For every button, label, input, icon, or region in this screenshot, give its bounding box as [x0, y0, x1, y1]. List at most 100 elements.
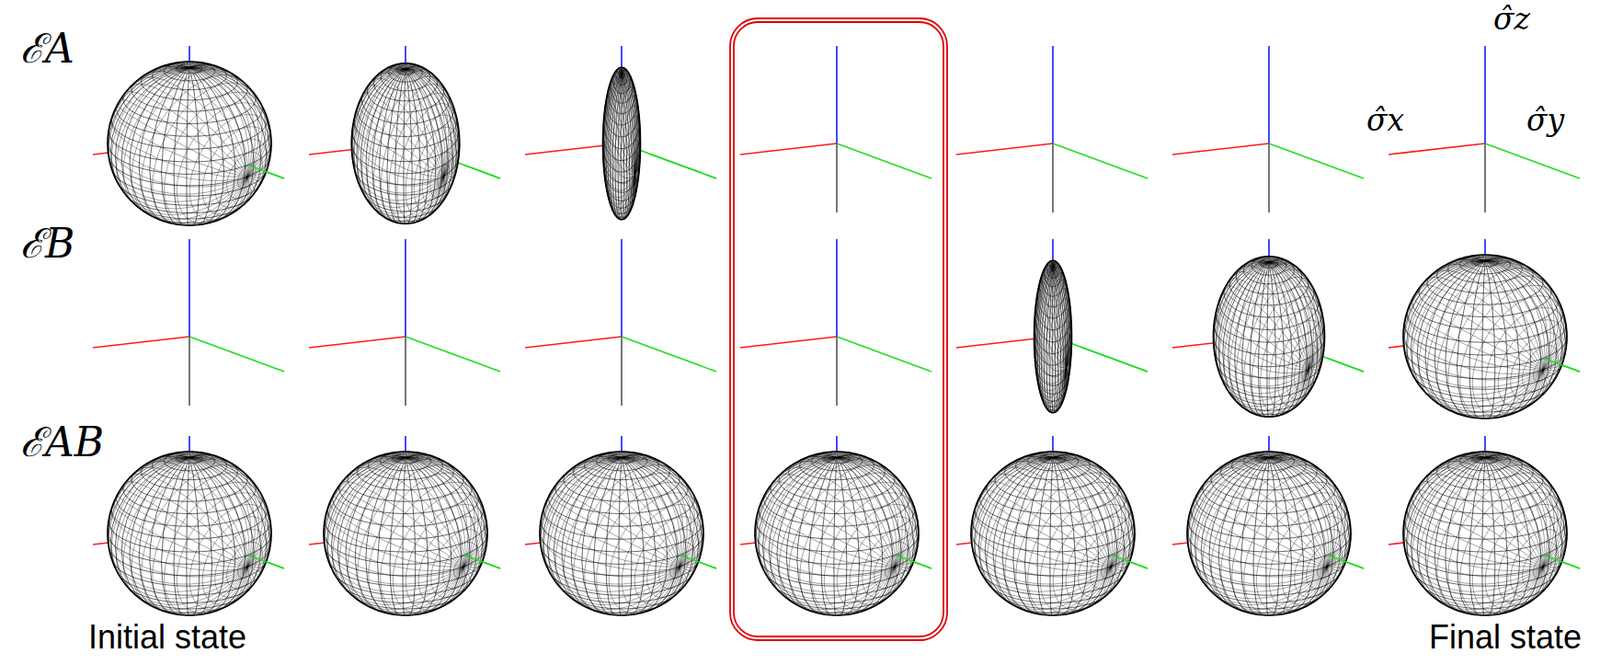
z-axis	[835, 239, 838, 337]
ellipsoid-outline	[1187, 451, 1351, 616]
state-label: Initial state	[88, 617, 247, 656]
z-axis	[1051, 45, 1054, 144]
neg-z-axis	[404, 336, 407, 406]
bloch-cell	[956, 239, 1148, 413]
ellipsoid-mesh	[107, 451, 272, 616]
axis-label: σ̂z	[1493, 1, 1531, 37]
ellipsoid-mesh	[603, 67, 641, 219]
bloch-cell	[740, 45, 932, 213]
ellipsoid-mesh	[1403, 451, 1567, 616]
bloch-cell	[740, 435, 932, 616]
y-axis-front	[248, 165, 285, 179]
ellipsoid	[323, 451, 488, 616]
neg-z-axis	[1484, 143, 1486, 213]
bloch-cell	[525, 45, 717, 220]
bloch-cell	[740, 239, 932, 406]
bloch-cell	[1172, 45, 1364, 213]
ellipsoid-outline	[107, 451, 272, 616]
ellipsoid-fill	[107, 451, 272, 616]
y-axis	[405, 336, 501, 372]
y-axis-front	[1327, 555, 1364, 569]
neg-z-axis	[835, 336, 838, 406]
highlight-frame	[730, 18, 948, 640]
y-axis	[189, 336, 285, 372]
ellipsoid-mesh	[971, 451, 1135, 616]
ellipsoid	[971, 451, 1135, 616]
z-axis	[835, 45, 838, 144]
bloch-cell	[92, 45, 285, 226]
ellipsoid-fill	[107, 61, 272, 226]
y-axis-front	[680, 555, 717, 569]
ellipsoid-mesh	[107, 451, 272, 616]
ellipsoid-outline	[1403, 451, 1567, 616]
ellipsoid-outline	[351, 63, 459, 224]
x-axis	[740, 143, 837, 155]
x-axis	[525, 336, 622, 348]
y-axis	[1485, 143, 1580, 179]
y-axis-front	[1081, 346, 1148, 372]
row-label: ℰB	[20, 220, 75, 268]
bloch-cell	[1388, 435, 1580, 616]
ellipsoid-fill	[1034, 260, 1073, 413]
bloch-cell	[92, 435, 285, 616]
ellipsoid	[1403, 254, 1567, 419]
ellipsoid-mesh	[971, 451, 1135, 616]
ellipsoid-mesh	[754, 451, 919, 616]
bloch-cell	[525, 435, 717, 616]
ellipsoid-mesh	[107, 61, 272, 226]
ellipsoid-mesh	[1403, 451, 1567, 616]
ellipsoid-outline	[539, 451, 704, 616]
ellipsoid	[1187, 451, 1351, 616]
state-label: Final state	[1428, 617, 1582, 656]
ellipsoid	[1212, 256, 1325, 417]
frame-outer	[730, 18, 948, 640]
ellipsoid-fill	[1403, 254, 1567, 419]
neg-z-axis	[620, 336, 623, 406]
y-axis	[1268, 143, 1364, 179]
y-axis-front	[1543, 358, 1580, 372]
bloch-cell	[956, 45, 1148, 213]
ellipsoid	[1034, 260, 1073, 413]
ellipsoid-fill	[971, 451, 1135, 616]
y-axis	[621, 336, 717, 372]
ellipsoid	[754, 451, 919, 616]
ellipsoid-outline	[323, 451, 488, 616]
x-axis	[1388, 143, 1486, 155]
ellipsoid-mesh	[603, 67, 641, 220]
ellipsoid-mesh	[1187, 451, 1351, 616]
z-axis	[188, 239, 191, 337]
z-axis	[1268, 45, 1270, 144]
ellipsoid-mesh	[1034, 260, 1073, 412]
y-axis-front	[895, 555, 932, 569]
ellipsoid-outline	[1212, 256, 1325, 417]
axis-label: σ̂x	[1366, 102, 1405, 138]
neg-z-axis	[188, 336, 191, 406]
neg-z-axis	[1268, 143, 1270, 213]
y-axis	[836, 336, 932, 372]
y-axis-front	[650, 153, 717, 179]
y-axis-front	[248, 555, 285, 569]
ellipsoid	[107, 451, 272, 616]
ellipsoid-mesh	[1403, 254, 1567, 419]
y-axis-front	[464, 555, 501, 569]
z-axis	[1484, 45, 1486, 144]
bloch-cell	[956, 435, 1148, 616]
y-axis-front	[1111, 555, 1148, 569]
x-axis	[1172, 143, 1269, 155]
ellipsoid	[603, 67, 641, 220]
axis-label: σ̂y	[1526, 102, 1565, 138]
ellipsoid-fill	[1403, 451, 1567, 616]
x-axis	[308, 336, 406, 348]
ellipsoid-mesh	[539, 451, 704, 616]
neg-z-axis	[835, 143, 838, 213]
y-axis-front	[464, 165, 501, 179]
ellipsoid-outline	[754, 451, 919, 616]
ellipsoid	[107, 61, 272, 226]
y-axis-front	[1543, 555, 1580, 569]
ellipsoid	[351, 63, 459, 224]
y-axis	[1052, 143, 1148, 179]
ellipsoid-mesh	[1187, 451, 1351, 616]
bloch-cell	[1388, 239, 1580, 419]
